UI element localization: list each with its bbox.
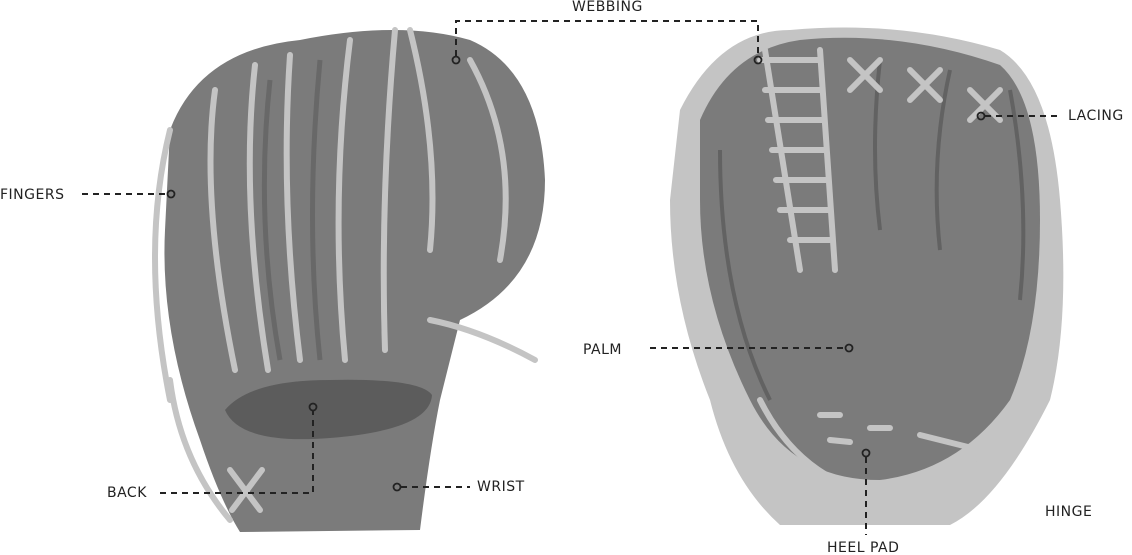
label-palm: PALM	[583, 342, 623, 358]
label-wrist: WRIST	[477, 479, 525, 495]
label-heel-pad: HEEL PAD	[827, 540, 900, 555]
label-lacing: LACING	[1068, 108, 1124, 124]
glove-palm-view	[670, 27, 1064, 525]
leader-dots	[166, 55, 986, 492]
leader-lines	[82, 20, 1060, 535]
label-hinge: HINGE	[1045, 504, 1093, 520]
glove-back-view	[152, 27, 545, 532]
back-opening	[225, 379, 432, 440]
label-webbing: WEBBING	[572, 0, 643, 15]
label-fingers: FINGERS	[0, 187, 65, 203]
label-back: BACK	[107, 485, 147, 501]
